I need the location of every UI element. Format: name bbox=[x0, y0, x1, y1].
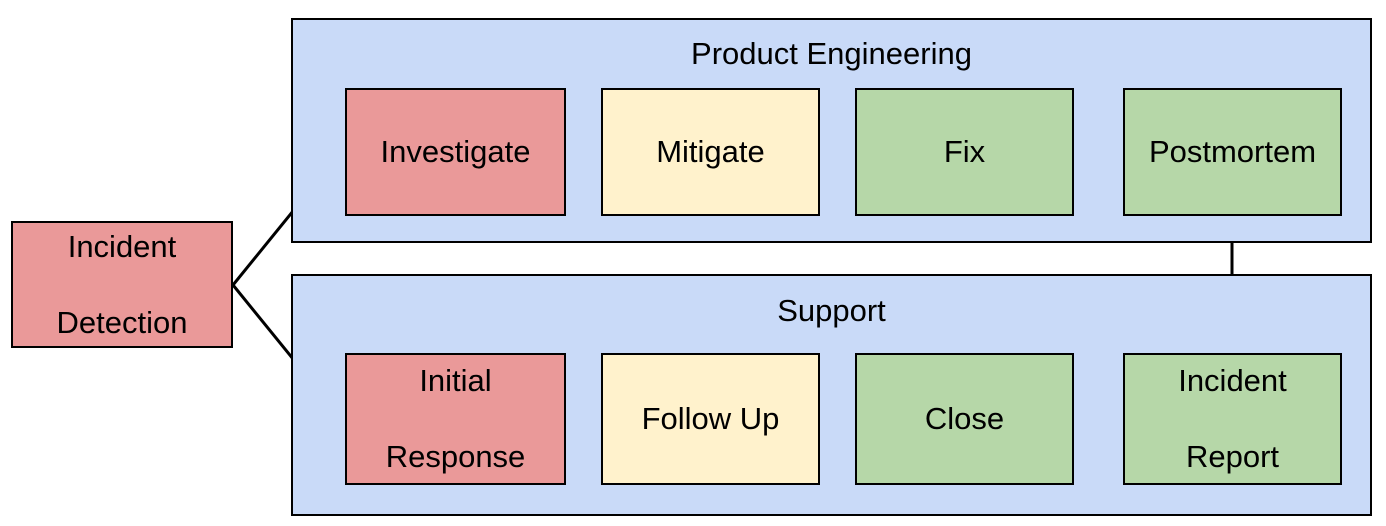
node-label-line-1: Incident bbox=[67, 228, 177, 264]
node-label-line-1: Initial bbox=[419, 363, 492, 398]
lane-title-support: Support bbox=[777, 293, 886, 328]
node-postmortem[interactable]: Postmortem bbox=[1123, 88, 1342, 216]
node-label: Fix bbox=[943, 134, 986, 169]
node-label-line-2: Response bbox=[385, 439, 526, 474]
node-follow-up[interactable]: Follow Up bbox=[601, 353, 820, 485]
node-label: Close bbox=[924, 401, 1005, 436]
node-fix[interactable]: Fix bbox=[855, 88, 1074, 216]
node-label: Mitigate bbox=[656, 134, 765, 169]
node-label: Postmortem bbox=[1148, 134, 1317, 169]
node-mitigate[interactable]: Mitigate bbox=[601, 88, 820, 216]
node-label-line-2: Detection bbox=[56, 304, 188, 340]
node-label: Follow Up bbox=[641, 401, 780, 436]
lane-title-product-engineering: Product Engineering bbox=[691, 36, 972, 71]
node-close[interactable]: Close bbox=[855, 353, 1074, 485]
node-label: Investigate bbox=[380, 134, 531, 169]
node-investigate[interactable]: Investigate bbox=[345, 88, 566, 216]
node-label-line-2: Report bbox=[1185, 439, 1280, 474]
node-label-line-1: Incident bbox=[1178, 363, 1287, 398]
